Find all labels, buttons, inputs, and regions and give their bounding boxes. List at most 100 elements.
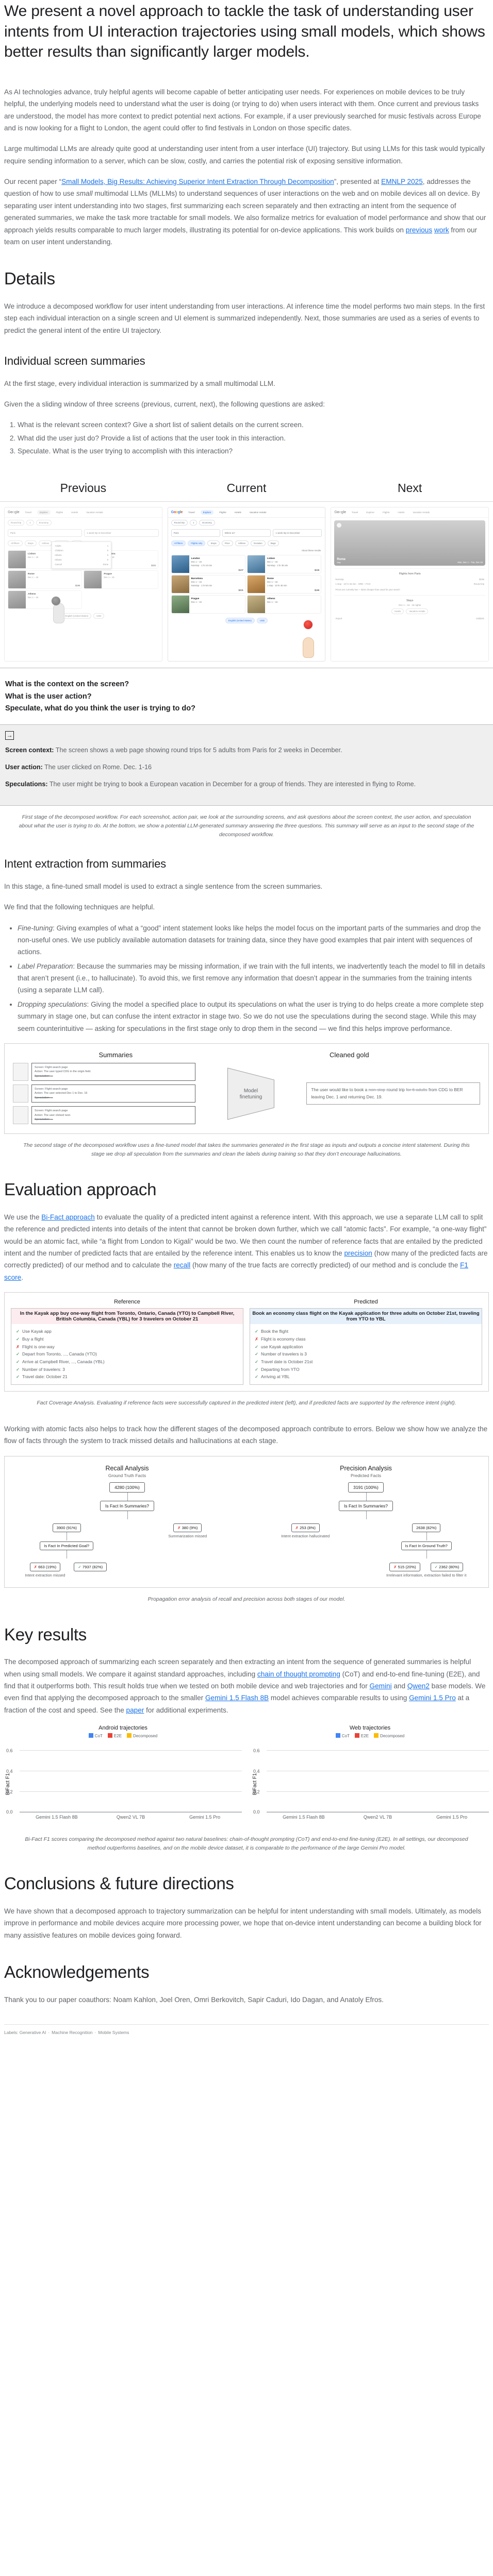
origin-field[interactable]: Paris xyxy=(8,529,83,537)
fact-row: ✓Arriving at YBL xyxy=(255,1373,477,1381)
y-tick-label: 0.0 xyxy=(6,1809,13,1815)
previous-link[interactable]: previous xyxy=(405,226,433,234)
destination-card[interactable]: Lisbon Dec 1 – 16 $446 xyxy=(8,550,83,569)
label-machine-recognition[interactable]: Machine Recognition xyxy=(52,2029,93,2035)
destination-card[interactable]: Athens Dec 1 – 16 xyxy=(247,595,322,614)
destination-card-rome[interactable]: Rome Dec 1 – 16 1 stop · 10 hr 45 min $1… xyxy=(247,575,322,594)
passenger-chip[interactable]: 1 xyxy=(189,520,198,526)
results-note: About these results xyxy=(301,549,321,552)
recall-branch-no: ✗ 380 (9%) Summarization missed xyxy=(131,1522,245,1579)
destination-field[interactable]: Where to? xyxy=(222,529,271,537)
figure-stage-two: Summaries Cleaned gold Screen: Flight se… xyxy=(4,1043,489,1134)
nav-tab[interactable]: Explore xyxy=(37,510,51,515)
filter-chip[interactable]: Stops xyxy=(207,540,220,547)
destination-card[interactable]: Barcelona Dec 1 – 16 Nonstop · 1 hr 50 m… xyxy=(171,575,245,594)
destination-card[interactable]: Lisbon Dec 1 – 16 Nonstop · 2 hr 45 min … xyxy=(247,555,322,574)
vacation-rentals-chip[interactable]: Vacation rentals xyxy=(406,608,429,615)
fact-row: ✓Buy a flight xyxy=(16,1335,238,1343)
dates-field[interactable]: 1 week trip in December xyxy=(273,529,322,537)
cabin-chip[interactable]: Economy xyxy=(199,520,215,526)
gemini-pro-link[interactable]: Gemini 1.5 Pro xyxy=(409,1694,456,1702)
check-icon: ✓ xyxy=(78,1564,81,1569)
legend-label: Decomposed xyxy=(380,1734,405,1739)
filter-chip[interactable]: All filters xyxy=(171,540,186,547)
blog-post-page: We present a novel approach to tackle th… xyxy=(0,0,493,2047)
reference-title: Reference xyxy=(114,1299,140,1306)
nav-tab[interactable]: Vacation rentals xyxy=(86,511,103,514)
nav-tab[interactable]: Explore xyxy=(200,510,214,515)
bifact-link[interactable]: Bi-Fact approach xyxy=(41,1213,95,1221)
currency-chip[interactable]: USD xyxy=(256,618,268,624)
nav-tab[interactable]: Flights xyxy=(56,511,63,514)
flight-row[interactable]: Nonstop $196 xyxy=(334,577,485,582)
funnel-shape-icon: Model finetuning xyxy=(227,1067,275,1120)
origin-field[interactable]: Paris xyxy=(171,529,220,537)
destination-card[interactable]: Prague Dec 1 – 16 xyxy=(171,595,245,614)
cabin-chip[interactable]: Economy xyxy=(36,520,52,526)
flights-only-chip[interactable]: Flights only xyxy=(188,540,206,547)
filter-row: Round trip 1 Economy xyxy=(168,518,325,528)
passenger-chip[interactable]: 1 xyxy=(26,520,34,526)
flash8b-link[interactable]: Gemini 1.5 Flash 8B xyxy=(205,1694,269,1702)
precision-leaf-2-value: 2362 (80%) xyxy=(439,1564,459,1569)
filter-chip[interactable]: Airlines xyxy=(235,540,249,547)
filter-chip[interactable]: Price xyxy=(221,540,233,547)
label-generative-ai[interactable]: Generative AI xyxy=(19,2029,46,2035)
f1-score-link[interactable]: F1 score xyxy=(4,1261,468,1281)
paper-link-2[interactable]: paper xyxy=(126,1706,144,1714)
nav-tab[interactable]: Hotels xyxy=(398,511,405,514)
nav-tab[interactable]: Vacation rentals xyxy=(249,511,267,514)
destination-card[interactable]: Rome Dec 1 – 16 $196 xyxy=(8,570,83,589)
emnlp-link[interactable]: EMNLP 2025 xyxy=(381,178,423,186)
fact-text: Arrive at Campbell River, ..., Canada (Y… xyxy=(22,1359,105,1364)
back-button-icon[interactable] xyxy=(337,523,342,528)
nav-tab[interactable]: Explore xyxy=(366,511,374,514)
filter-chip[interactable]: Bags xyxy=(267,540,279,547)
filter-chip[interactable]: Duration xyxy=(251,540,266,547)
summary-screen-line: Screen: Flight search page xyxy=(35,1088,68,1091)
check-icon: ✓ xyxy=(16,1359,20,1364)
screenshot-next: Google Travel Explore Flights Hotels Vac… xyxy=(331,507,489,662)
filter-chip[interactable]: All filters xyxy=(8,540,23,547)
recall-link[interactable]: recall xyxy=(173,1261,191,1269)
language-chip[interactable]: English (United States) xyxy=(62,613,92,619)
cot-link[interactable]: chain of thought prompting xyxy=(257,1670,340,1678)
language-chip[interactable]: English (United States) xyxy=(225,618,255,624)
qwen2-link[interactable]: Qwen2 xyxy=(407,1682,430,1690)
paper-link[interactable]: Small Models, Big Results: Achieving Sup… xyxy=(61,178,334,186)
destination-card[interactable]: Athens Dec 1 – 16 xyxy=(8,590,83,609)
destination-card[interactable]: Prague Dec 1 – 16 xyxy=(84,570,158,589)
trip-type-chip[interactable]: Round trip xyxy=(171,520,188,526)
nav-tab[interactable]: Hotels xyxy=(234,511,241,514)
destination-card[interactable]: London Dec 1 – 16 Nonstop · 1 hr 10 min … xyxy=(171,555,245,574)
nav-tab[interactable]: Flights xyxy=(219,511,226,514)
hotels-chip[interactable]: Hotels xyxy=(391,608,404,615)
label-mobile-systems[interactable]: Mobile Systems xyxy=(98,2029,129,2035)
done-button[interactable]: Done xyxy=(103,563,109,566)
cancel-button[interactable]: Cancel xyxy=(55,563,62,566)
nav-tab[interactable]: Flights xyxy=(382,511,390,514)
nav-tab[interactable]: Hotels xyxy=(71,511,78,514)
filter-chip[interactable]: Stops xyxy=(24,540,37,547)
trip-type-chip[interactable]: Round trip xyxy=(8,520,25,526)
figure2-column-labels: Summaries Cleaned gold xyxy=(13,1051,480,1063)
nav-tab[interactable]: Travel xyxy=(188,511,195,514)
intent-extraction-p1: In this stage, a fine-tuned small model … xyxy=(4,882,323,890)
filter-chip[interactable]: Airlines xyxy=(38,540,53,547)
dates-field[interactable]: 1 week trip in December xyxy=(84,529,159,537)
nav-tab[interactable]: Vacation rentals xyxy=(413,511,430,514)
precision-link[interactable]: precision xyxy=(344,1249,372,1257)
nav-tab[interactable]: Travel xyxy=(25,511,31,514)
hero-dates: Mon, Dec 1 – Tue, Dec 16 xyxy=(457,561,483,564)
work-link[interactable]: work xyxy=(434,226,449,234)
nav-tab[interactable]: Travel xyxy=(351,511,358,514)
gemini-link[interactable]: Gemini xyxy=(369,1682,392,1690)
recall-root-node: 4280 (100%) xyxy=(109,1482,145,1493)
currency-chip[interactable]: USD xyxy=(93,613,105,619)
destination-city: Rome xyxy=(267,577,274,580)
screen-summaries-p1: At the first stage, every individual int… xyxy=(4,379,275,387)
destination-dates: Dec 1 – 16 xyxy=(104,576,114,579)
check-icon: ✓ xyxy=(16,1329,20,1334)
